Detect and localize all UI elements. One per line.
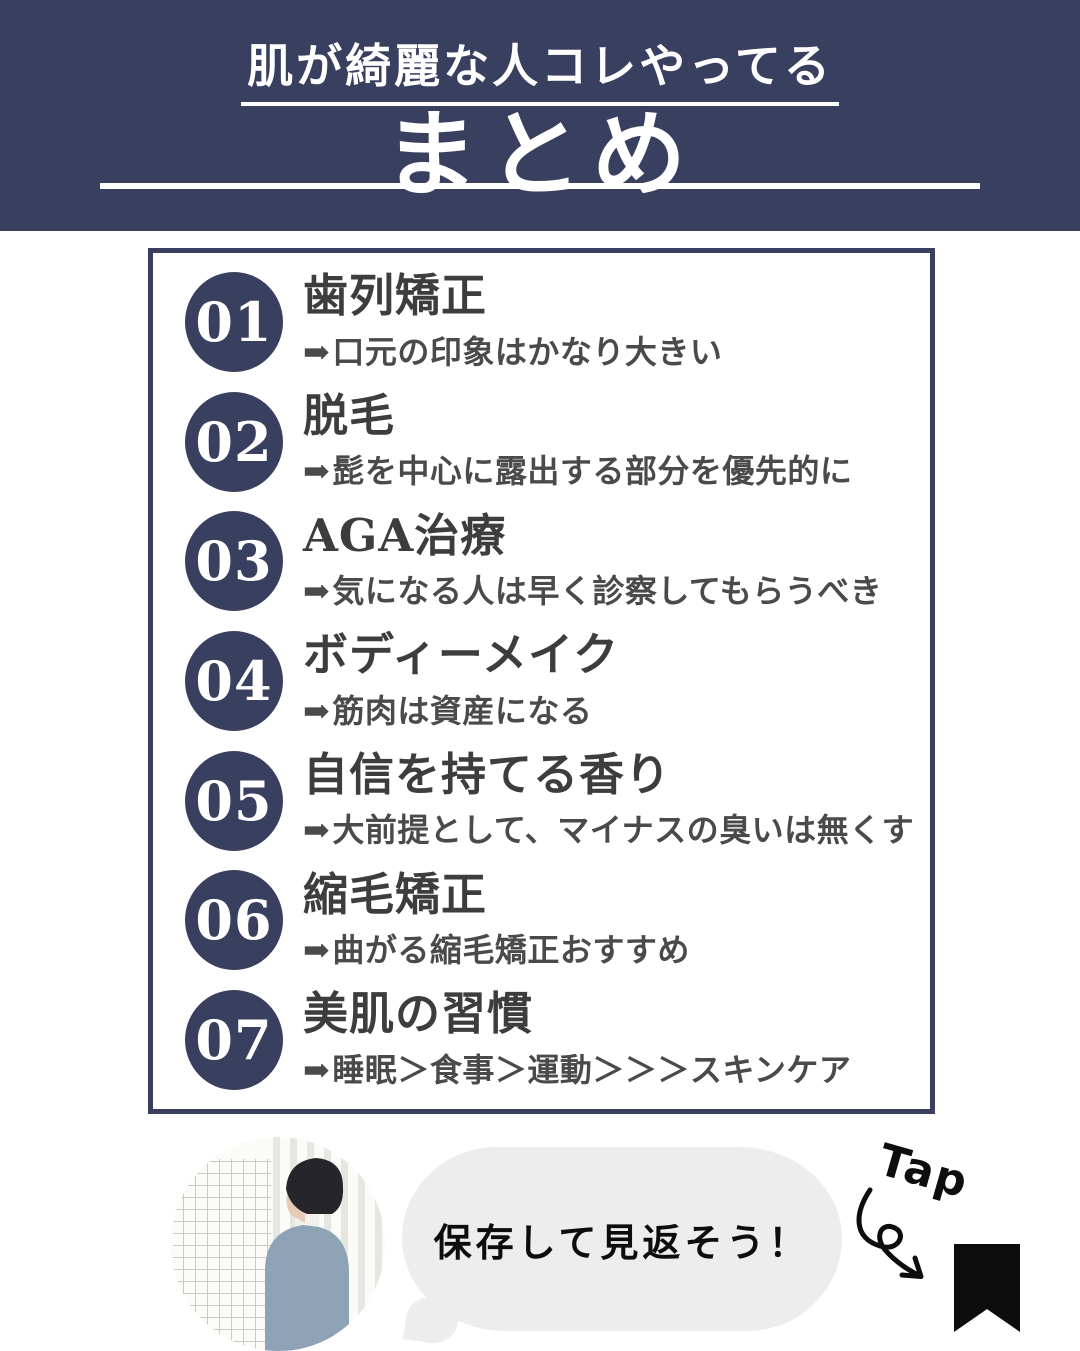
item-description: ➡大前提として、マイナスの臭いは無くす — [303, 805, 914, 851]
bookmark-icon[interactable] — [954, 1244, 1020, 1332]
item-title: 美肌の習慣 — [303, 987, 534, 1041]
item-description-text: 髭を中心に露出する部分を優先的に — [332, 452, 853, 491]
curly-arrow-icon — [856, 1187, 924, 1279]
arrow-right-icon: ➡ — [303, 452, 331, 491]
list-item: 07 美肌の習慣 ➡睡眠＞食事＞運動＞＞＞スキンケア — [185, 987, 930, 1091]
header-divider — [100, 183, 980, 189]
item-description: ➡口元の印象はかなり大きい — [303, 327, 722, 373]
item-number-badge: 03 — [185, 511, 283, 612]
item-number-badge: 07 — [185, 990, 283, 1090]
list-item: 06 縮毛矯正 ➡曲がる縮毛矯正おすすめ — [185, 867, 930, 971]
arrow-right-icon: ➡ — [303, 332, 331, 371]
item-title: AGA治療 — [303, 508, 507, 562]
item-description-text: 口元の印象はかなり大きい — [332, 332, 723, 371]
item-description-text: 曲がる縮毛矯正おすすめ — [332, 931, 690, 970]
list-item: 03 AGA治療 ➡気になる人は早く診察してもらうべき — [185, 508, 930, 612]
speech-bubble: 保存して見返そう！ — [402, 1147, 842, 1331]
avatar — [171, 1137, 385, 1351]
list-item: 05 自信を持てる香り ➡大前提として、マイナスの臭いは無くす — [185, 747, 930, 851]
arrow-right-icon: ➡ — [303, 691, 331, 730]
speech-bubble-text: 保存して見返そう！ — [433, 1220, 811, 1265]
item-title: 縮毛矯正 — [303, 867, 488, 921]
arrow-right-icon: ➡ — [303, 811, 331, 850]
item-description: ➡気になる人は早く診察してもらうべき — [303, 566, 882, 612]
item-number-badge: 04 — [185, 630, 283, 731]
item-description-text: 気になる人は早く診察してもらうべき — [332, 572, 883, 611]
list-item: 02 脱毛 ➡髭を中心に露出する部分を優先的に — [185, 388, 930, 492]
header-subtitle: 肌が綺麗な人コレやってる — [241, 30, 839, 106]
item-description: ➡髭を中心に露出する部分を優先的に — [303, 446, 852, 492]
item-number-badge: 05 — [185, 750, 283, 851]
list-item: 04 ボディーメイク ➡筋肉は資産になる — [185, 628, 930, 732]
item-title: 脱毛 — [303, 388, 396, 442]
arrow-right-icon: ➡ — [303, 1050, 331, 1089]
item-title: 歯列矯正 — [303, 269, 488, 323]
list-item: 01 歯列矯正 ➡口元の印象はかなり大きい — [185, 269, 930, 373]
item-description: ➡筋肉は資産になる — [303, 686, 619, 732]
item-description-text: 筋肉は資産になる — [332, 691, 593, 730]
header-banner: 肌が綺麗な人コレやってる まとめ — [0, 0, 1080, 231]
item-description-text: 大前提として、マイナスの臭いは無くす — [332, 811, 915, 850]
item-title: ボディーメイク — [303, 628, 620, 682]
item-description-text: 睡眠＞食事＞運動＞＞＞スキンケア — [332, 1050, 852, 1089]
item-number-badge: 02 — [185, 391, 283, 492]
item-title: 自信を持てる香り — [303, 747, 672, 801]
item-number-badge: 06 — [185, 870, 283, 971]
summary-list-box: 01 歯列矯正 ➡口元の印象はかなり大きい 02 脱毛 ➡髭を中心に露出する部分… — [148, 248, 935, 1114]
item-number-badge: 01 — [185, 271, 283, 372]
avatar-photo-illustration — [171, 1137, 385, 1351]
item-description: ➡睡眠＞食事＞運動＞＞＞スキンケア — [303, 1045, 851, 1091]
arrow-right-icon: ➡ — [303, 931, 331, 970]
item-description: ➡曲がる縮毛矯正おすすめ — [303, 925, 690, 971]
arrow-right-icon: ➡ — [303, 572, 331, 611]
